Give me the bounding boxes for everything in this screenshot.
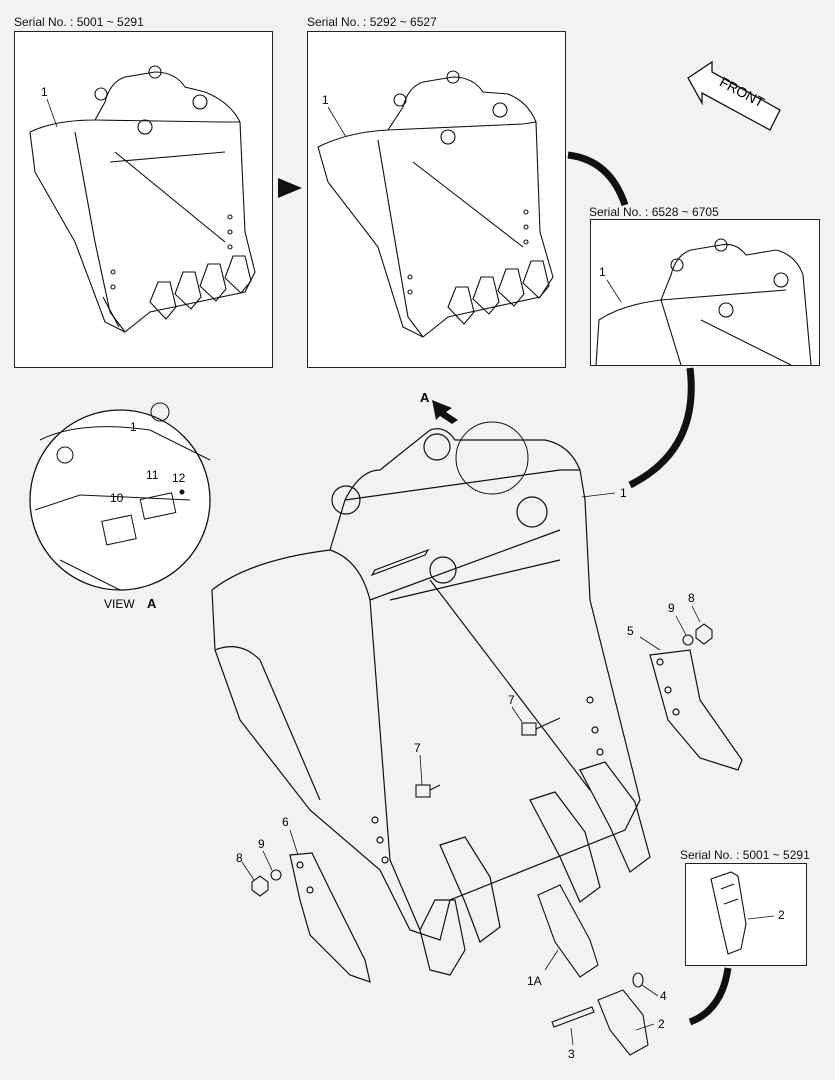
callout-12: 12 <box>172 471 186 485</box>
washer-left-icon <box>270 869 282 881</box>
tooth-early-drawing: 2 <box>710 871 785 955</box>
bucket-early-drawing: 1 <box>29 65 256 333</box>
nut-right-icon <box>695 623 713 645</box>
callout-8-left: 8 <box>236 851 243 865</box>
callout-8-right: 8 <box>688 591 695 605</box>
callout-7-upper: 7 <box>508 693 515 707</box>
serial-label-right-mid: Serial No. : 6528 ~ 6705 <box>589 205 719 219</box>
pin-3-icon <box>551 1006 595 1028</box>
view-direction-arrow-icon <box>432 400 458 424</box>
transition-arrow-curve-3-icon <box>688 967 732 1026</box>
callout-10: 10 <box>110 491 124 505</box>
callout-2-main: 2 <box>658 1017 665 1031</box>
tooth-2-icon <box>597 989 649 1056</box>
callout-1a: 1A <box>527 974 542 988</box>
callout-9-left: 9 <box>258 837 265 851</box>
front-arrow-icon: FRONT <box>687 60 781 131</box>
callout-1-mid: 1 <box>322 93 329 107</box>
side-cutter-right <box>649 649 743 771</box>
panel-tooth-early: 2 <box>685 863 807 966</box>
lock-4-icon <box>632 972 644 988</box>
panel-bucket-mid: 1 <box>307 31 566 368</box>
callout-1-early: 1 <box>41 85 48 99</box>
transition-arrow-curve-2-icon <box>628 367 695 489</box>
callout-7-lower: 7 <box>414 741 421 755</box>
transition-arrow-right-icon <box>278 178 302 198</box>
nut-left-icon <box>251 875 269 897</box>
serial-label-top-left: Serial No. : 5001 ~ 5291 <box>14 15 144 29</box>
view-letter: A <box>147 596 157 611</box>
callout-9-right: 9 <box>668 601 675 615</box>
callout-1-main: 1 <box>620 486 627 500</box>
view-direction-letter: A <box>420 390 430 405</box>
callout-4: 4 <box>660 989 667 1003</box>
panel-bucket-early: 1 <box>14 31 273 368</box>
serial-label-bottom-right: Serial No. : 5001 ~ 5291 <box>680 848 810 862</box>
view-a-detail: 1 11 12 10 <box>29 402 211 591</box>
washer-right-icon <box>682 634 694 646</box>
bucket-late-drawing: 1 <box>595 238 812 366</box>
callout-3: 3 <box>568 1047 575 1061</box>
bolt-lower-icon <box>415 784 431 798</box>
panel-bucket-late: 1 <box>590 219 820 366</box>
transition-arrow-curve-1-icon <box>567 151 629 207</box>
serial-label-top-middle: Serial No. : 5292 ~ 6527 <box>307 15 437 29</box>
tooth-1a-icon <box>537 884 599 978</box>
side-cutter-left <box>289 852 371 983</box>
callout-6: 6 <box>282 815 289 829</box>
callout-5: 5 <box>627 624 634 638</box>
bucket-mid-drawing: 1 <box>317 70 554 338</box>
main-bucket-body <box>211 428 651 976</box>
view-caption: VIEW <box>104 597 135 611</box>
callout-11: 11 <box>146 468 159 482</box>
callout-1-view: 1 <box>130 420 137 434</box>
bolt-upper-icon <box>521 722 537 736</box>
callout-2-early: 2 <box>778 908 785 922</box>
view-a-marker-circle <box>455 421 529 495</box>
hardware-parts <box>251 623 713 1056</box>
callout-1-late: 1 <box>599 265 606 279</box>
leader-lines <box>241 492 701 1046</box>
